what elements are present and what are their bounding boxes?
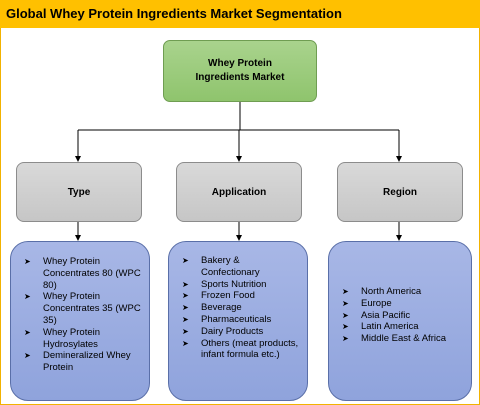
arrowhead-bullet-icon: ➤ (342, 322, 349, 332)
category-label: Application (211, 186, 267, 198)
list-item: ➤ Beverage (179, 302, 299, 314)
list-item: ➤ Whey Protein Concentrates 80 (WPC 80) (21, 256, 141, 291)
arrowhead-bullet-icon: ➤ (24, 292, 31, 302)
list-item: ➤ Europe (339, 298, 465, 310)
arrowhead-bullet-icon: ➤ (24, 327, 31, 337)
category-application-node: Application (176, 162, 302, 222)
list-item: ➤ Dairy Products (179, 326, 299, 338)
list-item: ➤ Asia Pacific (339, 310, 465, 322)
arrowhead-bullet-icon: ➤ (182, 303, 189, 313)
category-label: Region (383, 186, 417, 198)
region-items-box: ➤ North America ➤ Europe ➤ Asia Pacific ➤ La… (328, 241, 472, 401)
category-type-node: Type (16, 162, 142, 222)
list-item: ➤ Whey Protein Hydrosylates (21, 327, 141, 351)
list-item-text: Bakery & Confectionary (201, 255, 260, 278)
type-item-list: ➤ Whey Protein Concentrates 80 (WPC 80) ➤… (21, 256, 141, 374)
arrowhead-bullet-icon: ➤ (182, 338, 189, 348)
arrowhead-bullet-icon: ➤ (342, 298, 349, 308)
list-item: ➤ Bakery & Confectionary (179, 255, 299, 279)
list-item-text: Pharmaceuticals (201, 313, 272, 325)
list-item-text: Latin America (361, 321, 419, 333)
root-node: Whey Protein Ingredients Market (163, 40, 317, 102)
arrowhead-bullet-icon: ➤ (182, 314, 189, 324)
root-label: Whey Protein Ingredients Market (195, 58, 285, 83)
list-item-text: Asia Pacific (361, 309, 411, 321)
list-item-text: North America (361, 286, 422, 297)
list-item: ➤ Demineralized Whey Protein (21, 350, 141, 374)
type-items-box: ➤ Whey Protein Concentrates 80 (WPC 80) ➤… (10, 241, 150, 401)
list-item-text: Demineralized Whey Protein (43, 350, 131, 374)
category-region-node: Region (337, 162, 463, 222)
list-item-text: Beverage (201, 302, 242, 314)
list-item-text: Europe (361, 297, 392, 309)
list-item: ➤ Others (meat products, infant formula e… (179, 338, 299, 362)
list-item: ➤ North America (339, 286, 465, 298)
header-bar: Global Whey Protein Ingredients Market S… (0, 0, 480, 28)
arrowhead-bullet-icon: ➤ (24, 257, 31, 266)
list-item: ➤ Pharmaceuticals (179, 314, 299, 326)
list-item-text: Sports Nutrition (201, 278, 267, 290)
application-items-box: ➤ Bakery & Confectionary ➤ Sports Nutritio… (168, 241, 308, 401)
arrowhead-bullet-icon: ➤ (342, 334, 349, 344)
arrowhead-bullet-icon: ➤ (182, 279, 189, 289)
application-item-list: ➤ Bakery & Confectionary ➤ Sports Nutritio… (179, 255, 299, 361)
arrowhead-bullet-icon: ➤ (182, 326, 189, 336)
list-item-text: Dairy Products (201, 325, 264, 337)
list-item: ➤ Sports Nutrition (179, 279, 299, 291)
list-item: ➤ Latin America (339, 321, 465, 333)
list-item-text: Others (meat products, infant formula et… (201, 337, 299, 361)
arrowhead-bullet-icon: ➤ (24, 351, 31, 361)
list-item: ➤ Whey Protein Concentrates 35 (WPC 35) (21, 291, 141, 326)
list-item-text: Whey Protein Concentrates 35 (WPC 35) (43, 291, 141, 326)
arrowhead-bullet-icon: ➤ (342, 310, 349, 320)
arrowhead-bullet-icon: ➤ (182, 256, 189, 265)
list-item-text: Whey Protein Concentrates 80 (WPC 80) (43, 256, 141, 291)
region-item-list: ➤ North America ➤ Europe ➤ Asia Pacific ➤ La… (339, 286, 465, 345)
list-item: ➤ Frozen Food (179, 290, 299, 302)
category-label: Type (67, 186, 91, 198)
list-item-text: Middle East & Africa (361, 333, 447, 345)
diagram-title: Global Whey Protein Ingredients Market S… (6, 6, 342, 21)
arrowhead-bullet-icon: ➤ (342, 287, 349, 296)
list-item-text: Whey Protein Hydrosylates (43, 326, 101, 350)
list-item: ➤ Middle East & Africa (339, 333, 465, 345)
arrowhead-bullet-icon: ➤ (182, 291, 189, 301)
list-item-text: Frozen Food (201, 290, 255, 302)
